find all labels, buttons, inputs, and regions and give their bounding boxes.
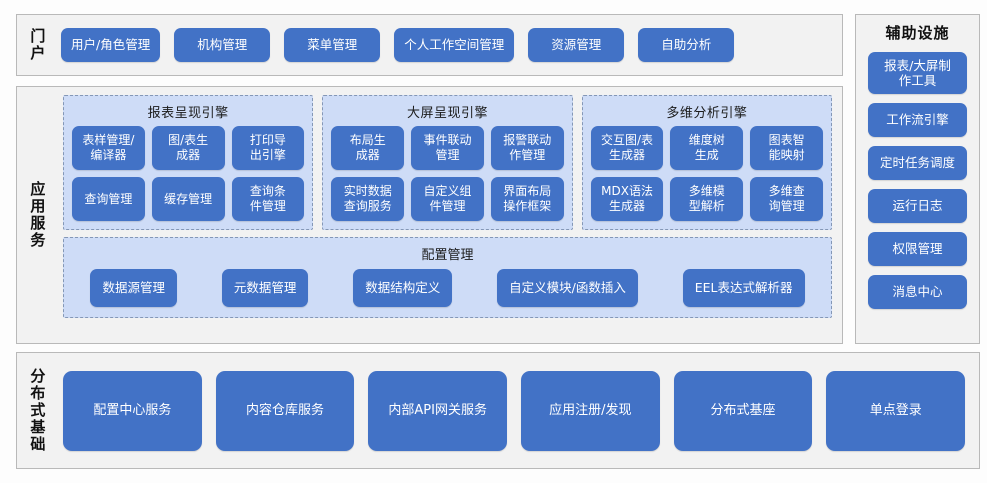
distributed-infrastructure-items: 配置中心服务 内容仓库服务 内部API网关服务 应用注册/发现 分布式基座 单点…: [57, 353, 979, 468]
config-item-data-structure-definition[interactable]: 数据结构定义: [353, 269, 453, 307]
application-services-panel: 应用服务 报表呈现引擎 表样管理/ 编译器 图/表生 成器 打印导 出引擎 查询…: [16, 86, 843, 344]
report-rendering-engine-group: 报表呈现引擎 表样管理/ 编译器 图/表生 成器 打印导 出引擎 查询管理 缓存…: [63, 95, 314, 230]
infra-item-config-center-service[interactable]: 配置中心服务: [63, 370, 202, 451]
aux-item-report-dashboard-authoring-tool[interactable]: 报表/大屏制 作工具: [868, 52, 967, 94]
engine-item-layout-generator[interactable]: 布局生 成器: [331, 126, 405, 170]
config-item-datasource-management[interactable]: 数据源管理: [90, 269, 177, 307]
auxiliary-facilities-title: 辅助设施: [885, 24, 950, 42]
application-services-body: 报表呈现引擎 表样管理/ 编译器 图/表生 成器 打印导 出引擎 查询管理 缓存…: [57, 87, 842, 343]
dashboard-rendering-engine-group: 大屏呈现引擎 布局生 成器 事件联动 管理 报警联动 作管理 实时数据 查询服务…: [322, 95, 573, 230]
aux-item-permission-management[interactable]: 权限管理: [868, 232, 967, 266]
infra-item-content-repository-service[interactable]: 内容仓库服务: [215, 370, 355, 451]
portal-item-org-management[interactable]: 机构管理: [174, 28, 271, 62]
engine-item-table-template-compiler[interactable]: 表样管理/ 编译器: [72, 126, 145, 170]
application-services-panel-label: 应用服务: [28, 181, 47, 249]
dashboard-rendering-engine-title: 大屏呈现引擎: [406, 106, 488, 121]
engines-row: 报表呈现引擎 表样管理/ 编译器 图/表生 成器 打印导 出引擎 查询管理 缓存…: [63, 95, 832, 230]
aux-item-workflow-engine[interactable]: 工作流引擎: [868, 103, 967, 137]
auxiliary-facilities-panel: 辅助设施 报表/大屏制 作工具 工作流引擎 定时任务调度 运行日志 权限管理 消…: [855, 14, 980, 344]
engine-item-event-linkage-management[interactable]: 事件联动 管理: [411, 126, 484, 170]
configuration-management-items: 数据源管理 元数据管理 数据结构定义 自定义模块/函数插入 EEL表达式解析器: [74, 269, 821, 307]
engine-item-multidimensional-query-management[interactable]: 多维查 询管理: [750, 177, 823, 221]
aux-item-message-center[interactable]: 消息中心: [868, 275, 967, 309]
portal-item-user-role-management[interactable]: 用户/角色管理: [61, 28, 161, 62]
engine-item-multidimensional-model-parsing[interactable]: 多维模 型解析: [670, 177, 744, 221]
engine-item-interactive-chart-table-generator[interactable]: 交互图/表 生成器: [590, 126, 664, 170]
config-item-custom-module-function-insertion[interactable]: 自定义模块/函数插入: [497, 269, 638, 307]
infra-item-single-sign-on[interactable]: 单点登录: [826, 370, 966, 451]
distributed-infrastructure-panel: 分布式基础 配置中心服务 内容仓库服务 内部API网关服务 应用注册/发现 分布…: [16, 352, 980, 469]
engine-item-alarm-linkage-action-management[interactable]: 报警联动 作管理: [490, 126, 564, 170]
infra-item-distributed-base[interactable]: 分布式基座: [673, 370, 813, 451]
auxiliary-facilities-items: 报表/大屏制 作工具 工作流引擎 定时任务调度 运行日志 权限管理 消息中心: [856, 48, 979, 343]
distributed-infrastructure-panel-label: 分布式基础: [28, 368, 47, 453]
infra-item-application-registry-discovery[interactable]: 应用注册/发现: [521, 370, 660, 451]
aux-item-runtime-log[interactable]: 运行日志: [868, 189, 967, 223]
multidimensional-analysis-engine-group: 多维分析引擎 交互图/表 生成器 维度树 生成 图表智 能映射 MDX语法 生成…: [581, 95, 832, 230]
engine-item-print-export-engine[interactable]: 打印导 出引擎: [231, 126, 305, 170]
portal-items: 用户/角色管理 机构管理 菜单管理 个人工作空间管理 资源管理 自助分析: [57, 15, 842, 75]
dashboard-rendering-engine-items: 布局生 成器 事件联动 管理 报警联动 作管理 实时数据 查询服务 自定义组 件…: [331, 126, 564, 221]
report-rendering-engine-title: 报表呈现引擎: [147, 106, 229, 121]
infra-item-internal-api-gateway-service[interactable]: 内部API网关服务: [368, 370, 508, 451]
portal-item-menu-management[interactable]: 菜单管理: [284, 28, 381, 62]
portal-panel: 门户 用户/角色管理 机构管理 菜单管理 个人工作空间管理 资源管理 自助分析: [16, 14, 843, 76]
engine-item-mdx-syntax-generator[interactable]: MDX语法 生成器: [590, 177, 664, 221]
portal-item-self-service-analysis[interactable]: 自助分析: [638, 28, 735, 62]
portal-item-personal-workspace-management[interactable]: 个人工作空间管理: [394, 28, 515, 62]
engine-item-ui-layout-operation-framework[interactable]: 界面布局 操作框架: [490, 177, 564, 221]
multidimensional-analysis-engine-title: 多维分析引擎: [666, 106, 748, 121]
portal-panel-label: 门户: [28, 28, 47, 62]
engine-item-cache-management[interactable]: 缓存管理: [151, 177, 225, 221]
engine-item-custom-component-management[interactable]: 自定义组 件管理: [411, 177, 484, 221]
configuration-management-group: 配置管理 数据源管理 元数据管理 数据结构定义 自定义模块/函数插入 EEL表达…: [63, 237, 832, 318]
multidimensional-analysis-engine-items: 交互图/表 生成器 维度树 生成 图表智 能映射 MDX语法 生成器 多维模 型…: [590, 126, 823, 221]
engine-item-dimension-tree-generation[interactable]: 维度树 生成: [670, 126, 744, 170]
engine-item-chart-smart-mapping[interactable]: 图表智 能映射: [750, 126, 823, 170]
aux-item-scheduled-task-scheduler[interactable]: 定时任务调度: [868, 146, 967, 180]
report-rendering-engine-items: 表样管理/ 编译器 图/表生 成器 打印导 出引擎 查询管理 缓存管理 查询条 …: [72, 126, 305, 221]
engine-item-query-condition-management[interactable]: 查询条 件管理: [231, 177, 305, 221]
engine-item-realtime-data-query-service[interactable]: 实时数据 查询服务: [331, 177, 405, 221]
configuration-management-title: 配置管理: [421, 248, 474, 263]
portal-item-resource-management[interactable]: 资源管理: [528, 28, 625, 62]
engine-item-query-management[interactable]: 查询管理: [72, 177, 145, 221]
config-item-eel-expression-parser[interactable]: EEL表达式解析器: [682, 269, 805, 307]
config-item-metadata-management[interactable]: 元数据管理: [221, 269, 309, 307]
engine-item-chart-table-generator[interactable]: 图/表生 成器: [151, 126, 225, 170]
